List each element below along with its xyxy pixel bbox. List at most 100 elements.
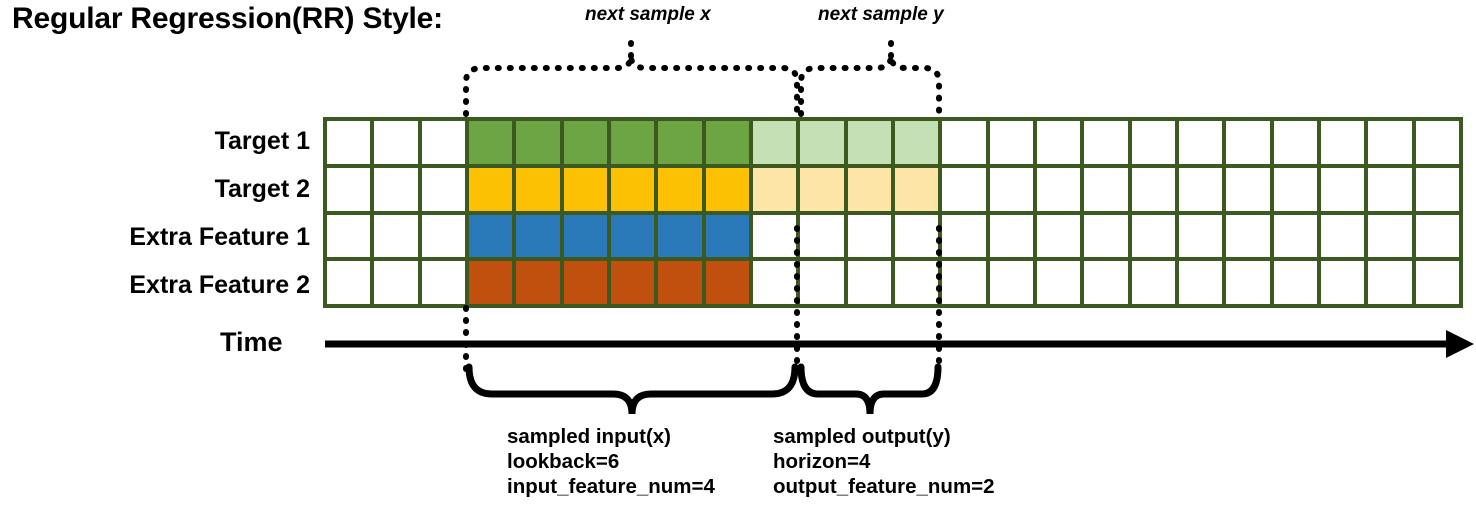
next-sample-y-brace bbox=[798, 37, 942, 117]
grid-cell bbox=[563, 167, 607, 211]
grid-cell bbox=[468, 167, 513, 211]
grid-cell bbox=[752, 214, 797, 258]
grid-cell bbox=[800, 261, 844, 304]
grid-cell bbox=[516, 261, 560, 304]
grid-cell bbox=[989, 214, 1033, 258]
grid-cell bbox=[894, 214, 939, 258]
grid-cell bbox=[1368, 261, 1412, 304]
grid-cell bbox=[468, 214, 513, 258]
grid-cell bbox=[1320, 167, 1365, 211]
grid-cell bbox=[1226, 214, 1270, 258]
grid-cell bbox=[894, 261, 939, 304]
grid-cell bbox=[1368, 121, 1412, 164]
row-label-extra-feature-2: Extra Feature 2 bbox=[129, 271, 310, 299]
grid-cell bbox=[1320, 121, 1365, 164]
grid-cell bbox=[847, 261, 891, 304]
grid-cell bbox=[752, 121, 797, 164]
sampled-input-brace bbox=[465, 363, 799, 415]
lookback-value: lookback=6 bbox=[507, 450, 620, 473]
grid-cell bbox=[421, 214, 465, 258]
grid-cell bbox=[1415, 214, 1459, 258]
grid-cell bbox=[610, 214, 655, 258]
time-axis-label: Time bbox=[220, 327, 283, 357]
grid-cell bbox=[1131, 167, 1175, 211]
grid-cell bbox=[516, 121, 560, 164]
grid-cell bbox=[1273, 121, 1317, 164]
grid-cell bbox=[374, 261, 418, 304]
grid-cell bbox=[1131, 214, 1175, 258]
row-label-extra-feature-1: Extra Feature 1 bbox=[129, 223, 310, 251]
grid-cell bbox=[658, 121, 702, 164]
row-label-target-2: Target 2 bbox=[214, 175, 310, 203]
grid-row-target-2 bbox=[327, 167, 1459, 211]
grid-cell bbox=[516, 214, 560, 258]
grid-cell bbox=[610, 167, 655, 211]
grid-cell bbox=[327, 261, 371, 304]
grid-cell bbox=[1084, 167, 1128, 211]
grid-cell bbox=[942, 214, 986, 258]
grid-cell bbox=[327, 121, 371, 164]
grid-cell bbox=[1273, 261, 1317, 304]
grid-cell bbox=[1036, 261, 1081, 304]
grid-cell bbox=[374, 121, 418, 164]
grid-cell bbox=[658, 261, 702, 304]
grid-cell bbox=[894, 167, 939, 211]
grid-cell bbox=[1415, 261, 1459, 304]
grid-cell bbox=[1226, 121, 1270, 164]
sampled-output-brace bbox=[797, 363, 942, 415]
grid-cell bbox=[847, 167, 891, 211]
timeline-grid bbox=[323, 117, 1463, 308]
grid-cell bbox=[1273, 167, 1317, 211]
grid-cell bbox=[1084, 214, 1128, 258]
sampled-output-title: sampled output(y) bbox=[773, 425, 951, 448]
grid-cell bbox=[421, 167, 465, 211]
grid-cell bbox=[989, 261, 1033, 304]
grid-cell bbox=[705, 261, 749, 304]
grid-cell bbox=[327, 167, 371, 211]
page-title: Regular Regression(RR) Style: bbox=[12, 2, 443, 35]
time-axis-arrow bbox=[325, 330, 1474, 358]
grid-cell bbox=[752, 261, 797, 304]
grid-cell bbox=[610, 261, 655, 304]
grid-cell bbox=[1036, 214, 1081, 258]
sampled-output-note: sampled output(y) horizon=4 output_featu… bbox=[773, 424, 995, 499]
input-feature-num-value: input_feature_num=4 bbox=[507, 475, 715, 498]
row-label-target-1: Target 1 bbox=[214, 127, 310, 155]
grid-cell bbox=[658, 167, 702, 211]
sampled-input-note: sampled input(x) lookback=6 input_featur… bbox=[507, 424, 715, 499]
grid-cell bbox=[374, 167, 418, 211]
grid-cell bbox=[1415, 121, 1459, 164]
grid-cell bbox=[1178, 167, 1223, 211]
next-sample-x-brace bbox=[463, 37, 800, 117]
grid-cell bbox=[468, 261, 513, 304]
grid-cell bbox=[563, 121, 607, 164]
grid-row-target-1 bbox=[327, 121, 1459, 164]
grid-cell bbox=[1084, 121, 1128, 164]
grid-cell bbox=[1368, 167, 1412, 211]
grid-cell bbox=[374, 214, 418, 258]
grid-cell bbox=[1178, 214, 1223, 258]
grid-cell bbox=[1131, 121, 1175, 164]
grid-cell bbox=[1320, 261, 1365, 304]
output-feature-num-value: output_feature_num=2 bbox=[773, 475, 995, 498]
grid-cell bbox=[516, 167, 560, 211]
grid-cell bbox=[1320, 214, 1365, 258]
grid-cell bbox=[989, 167, 1033, 211]
next-sample-x-label: next sample x bbox=[585, 4, 711, 25]
grid-cell bbox=[1273, 214, 1317, 258]
grid-cell bbox=[752, 167, 797, 211]
grid-cell bbox=[800, 167, 844, 211]
grid-cell bbox=[563, 261, 607, 304]
grid-cell bbox=[1178, 121, 1223, 164]
grid-cell bbox=[421, 121, 465, 164]
grid-cell bbox=[847, 121, 891, 164]
grid-cell bbox=[421, 261, 465, 304]
grid-cell bbox=[942, 261, 986, 304]
grid-cell bbox=[658, 214, 702, 258]
grid-row-extra-feature-1 bbox=[327, 214, 1459, 258]
grid-cell bbox=[468, 121, 513, 164]
grid-cell bbox=[563, 214, 607, 258]
grid-row-extra-feature-2 bbox=[327, 261, 1459, 304]
grid-cell bbox=[1084, 261, 1128, 304]
grid-cell bbox=[1226, 167, 1270, 211]
